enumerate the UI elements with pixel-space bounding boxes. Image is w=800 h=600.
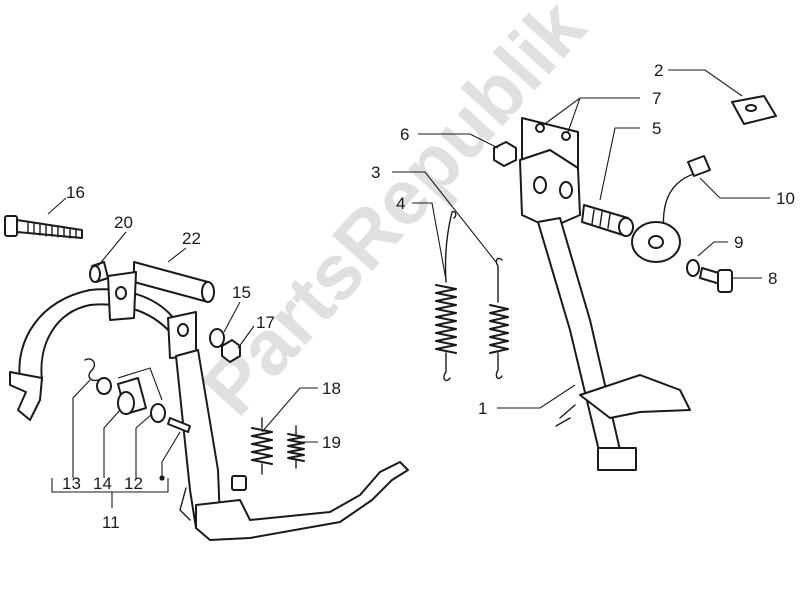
callout-2: 2 [654, 61, 663, 80]
callout-10: 10 [776, 189, 795, 208]
spring-4 [435, 210, 457, 382]
bolt-8 [699, 267, 733, 293]
callout-9: 9 [734, 233, 743, 252]
callout-19: 19 [322, 433, 341, 452]
callout-labels: 1 2 3 4 5 6 7 8 9 10 11 12 13 14 15 16 1… [62, 61, 795, 532]
callout-14: 14 [93, 474, 112, 493]
callout-5: 5 [652, 119, 661, 138]
callout-12: 12 [124, 474, 143, 493]
clip-spacer-washer-set [84, 358, 191, 433]
nut-6 [493, 141, 517, 167]
callout-11: 11 [102, 513, 120, 532]
callout-22: 22 [182, 229, 201, 248]
callout-18: 18 [322, 379, 341, 398]
cross-tube [133, 261, 215, 303]
callout-1: 1 [478, 399, 487, 418]
long-bolt [4, 215, 83, 239]
callout-7: 7 [652, 89, 661, 108]
callout-17: 17 [256, 313, 275, 332]
callout-6: 6 [400, 125, 409, 144]
side-stand [519, 149, 691, 471]
callout-20: 20 [114, 213, 133, 232]
callout-8: 8 [768, 269, 777, 288]
nut [221, 339, 241, 363]
callout-13: 13 [62, 474, 81, 493]
center-stand-frame [9, 271, 409, 541]
spring-18 [251, 417, 273, 475]
assembly-dot [159, 475, 165, 481]
pivot-bolt [581, 204, 634, 237]
spring-19 [287, 425, 305, 469]
callout-15: 15 [232, 283, 251, 302]
spring-3 [489, 257, 509, 380]
callout-3: 3 [371, 163, 380, 182]
washer-9 [686, 259, 700, 277]
nut-clip [731, 95, 777, 125]
callout-4: 4 [396, 194, 405, 213]
washer [209, 328, 225, 348]
stand-switch [631, 155, 711, 263]
callout-16: 16 [66, 183, 85, 202]
